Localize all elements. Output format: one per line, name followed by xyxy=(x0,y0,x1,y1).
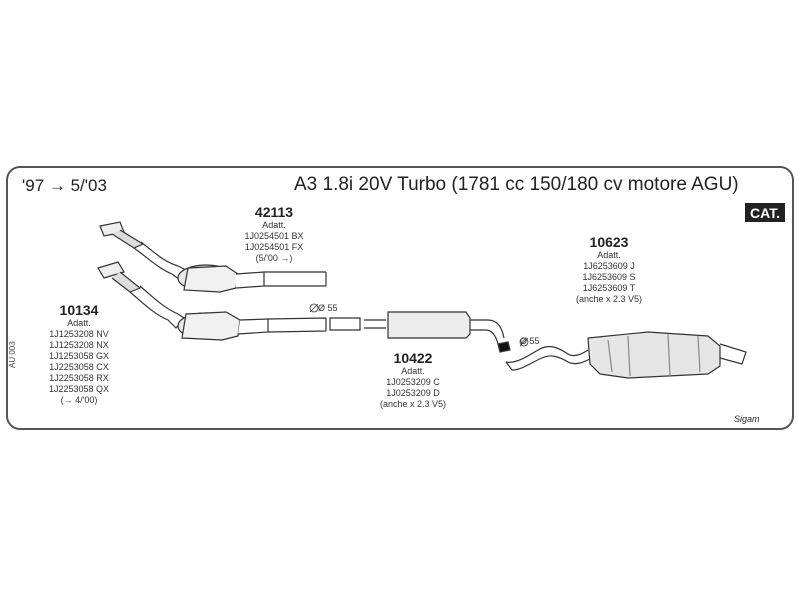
diameter-label-1: Ø 55 xyxy=(318,303,338,313)
centre-box-10422 xyxy=(387,311,511,353)
downpipe-10134 xyxy=(97,261,327,341)
part-line: 1J0254501 BX xyxy=(244,231,304,241)
part-line: Adatt. xyxy=(67,318,91,328)
downpipe-42113 xyxy=(99,221,327,293)
part-10134: 10134 Adatt. 1J1253208 NV 1J1253208 NX 1… xyxy=(40,302,118,406)
exhaust-drawing xyxy=(97,221,747,379)
part-line: 1J6253609 S xyxy=(582,272,636,282)
part-line: 1J1253208 NV xyxy=(49,329,109,339)
part-line: Adatt. xyxy=(262,220,286,230)
diameter-label-2: Ø 55 xyxy=(520,336,540,346)
part-line: 1J6253609 T xyxy=(582,283,636,293)
year-range: '97 → 5/'03 xyxy=(22,176,107,195)
part-line: 1J1253208 NX xyxy=(49,340,109,350)
part-line: (5/'00 →) xyxy=(255,253,293,263)
part-line: (→ 4/'00) xyxy=(60,395,98,405)
brand-logo: Sigam xyxy=(734,414,760,424)
part-10422: 10422 Adatt. 1J0253209 C 1J0253209 D (an… xyxy=(370,350,456,410)
part-line: 1J6253609 J xyxy=(583,261,635,271)
part-code: 10623 xyxy=(589,234,629,250)
part-line: (anche x 2.3 V5) xyxy=(379,399,447,409)
part-line: 1J2253058 QX xyxy=(48,384,110,394)
part-code: 42113 xyxy=(254,204,294,220)
part-line: 1J2253058 RX xyxy=(49,373,109,383)
diagram-panel: '97 → 5/'03 A3 1.8i 20V Turbo (1781 cc 1… xyxy=(6,166,794,430)
rear-box-10623 xyxy=(505,331,747,379)
part-code: 10134 xyxy=(59,302,99,318)
model-title: A3 1.8i 20V Turbo (1781 cc 150/180 cv mo… xyxy=(294,174,739,195)
intermediate-pipe xyxy=(329,317,386,331)
part-line: 1J2253058 CX xyxy=(49,362,109,372)
part-line: 1J0254501 FX xyxy=(244,242,304,252)
part-line: 1J0253209 C xyxy=(386,377,440,387)
part-code: 10422 xyxy=(393,350,433,366)
part-line: (anche x 2.3 V5) xyxy=(575,294,643,304)
diameter-marker-2 xyxy=(519,337,529,347)
cat-badge: CAT. xyxy=(745,203,786,222)
part-line: Adatt. xyxy=(597,250,621,260)
reference-code: AU 003 xyxy=(8,341,17,368)
part-line: 1J0253209 D xyxy=(386,388,440,398)
part-line: 1J1253058 GX xyxy=(48,351,110,361)
part-line: Adatt. xyxy=(401,366,425,376)
part-10623: 10623 Adatt. 1J6253609 J 1J6253609 S 1J6… xyxy=(566,234,652,305)
part-42113: 42113 Adatt. 1J0254501 BX 1J0254501 FX (… xyxy=(238,204,310,264)
diameter-marker-1 xyxy=(309,303,319,313)
